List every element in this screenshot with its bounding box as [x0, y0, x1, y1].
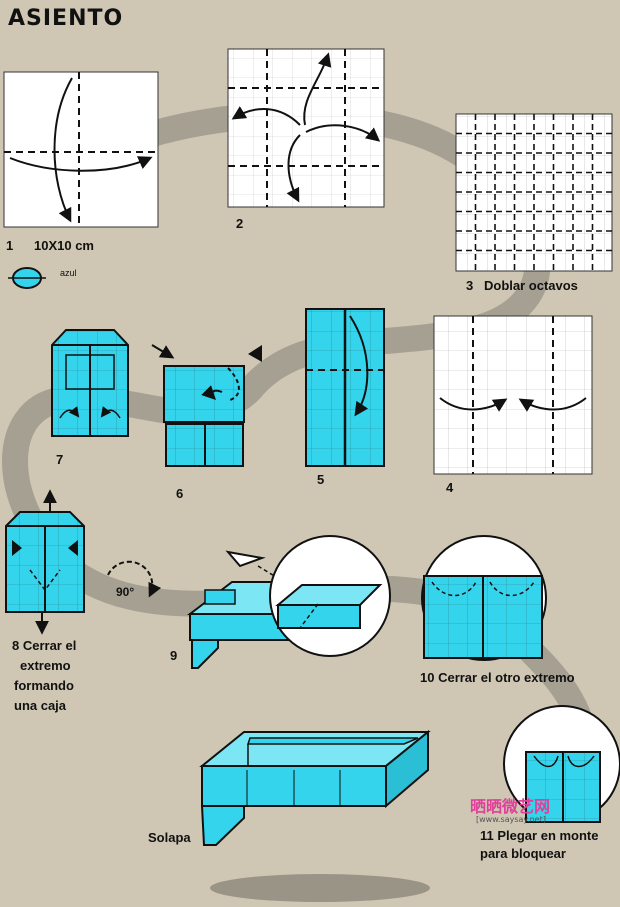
step4-number: 4 — [446, 480, 454, 495]
step8-line2: extremo — [20, 658, 71, 673]
blue-swatch-icon — [8, 268, 46, 288]
watermark-logo: 晒晒微艺网 — [470, 793, 550, 817]
step9-number: 9 — [170, 648, 177, 663]
step7-folded — [52, 330, 128, 436]
step8-folded — [6, 492, 84, 632]
step1-square — [4, 72, 158, 227]
step8-line3: formando — [14, 678, 74, 693]
step2-square — [228, 49, 384, 207]
step1-number: 1 — [6, 238, 13, 253]
step10-zoom-circle — [422, 536, 546, 660]
step1-size: 10X10 cm — [34, 238, 94, 253]
step4-square — [434, 316, 592, 474]
step3-square — [456, 114, 612, 271]
step11-line2: para bloquear — [480, 846, 566, 861]
step8-line1: 8 Cerrar el — [12, 638, 76, 653]
step6-number: 6 — [176, 486, 183, 501]
step11-line1: 11 Plegar en monte — [480, 828, 599, 843]
step10-text: 10 Cerrar el otro extremo — [420, 670, 575, 685]
step3-label: 3 — [466, 278, 473, 293]
ground-shadow — [210, 874, 430, 902]
step11-box — [202, 732, 428, 845]
color-label: azul — [60, 268, 77, 278]
rotation-label: 90° — [116, 585, 134, 599]
watermark-url: [www.saysay.net] — [476, 815, 546, 824]
solapa-label: Solapa — [148, 830, 191, 845]
page-title: ASIENTO — [8, 6, 123, 31]
step2-number: 2 — [236, 216, 243, 231]
step7-number: 7 — [56, 452, 63, 467]
step5-number: 5 — [317, 472, 324, 487]
step8-line4: una caja — [14, 698, 67, 713]
step9-zoom-circle — [270, 536, 390, 656]
step3-text: Doblar octavos — [484, 278, 578, 293]
step5-folded — [306, 309, 384, 466]
